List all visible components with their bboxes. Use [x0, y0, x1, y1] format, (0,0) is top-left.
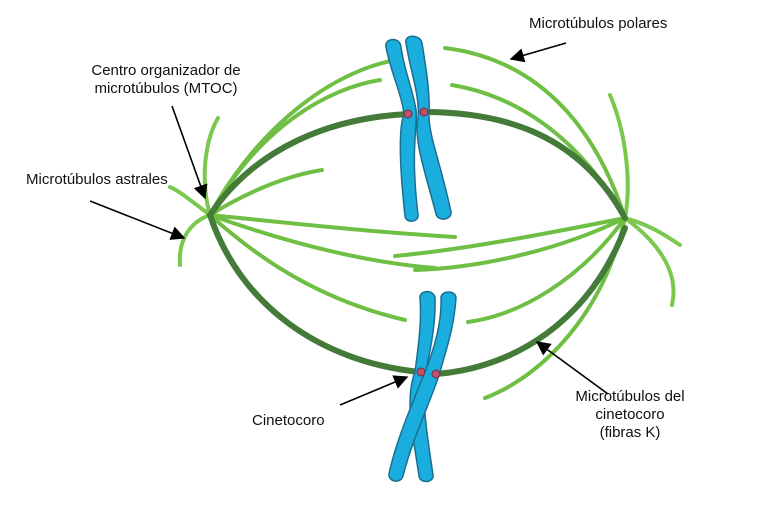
- kinetochore-fiber: [433, 225, 628, 377]
- kinetochores: [403, 107, 441, 379]
- astral-microtubule: [177, 213, 212, 267]
- label-kfiber-line1: Microtúbulos del: [575, 388, 685, 405]
- kinetochore-fibers: [207, 109, 628, 377]
- polar-microtubule: [208, 213, 437, 270]
- label-kfiber-line3: (fibras K): [599, 424, 661, 441]
- kinetochore-fiber: [207, 111, 411, 218]
- astral-microtubule: [623, 216, 682, 247]
- astral-microtubule: [623, 216, 676, 307]
- label-mtoc: Centro organizador de microtúbulos (MTOC…: [73, 62, 259, 98]
- astral-microtubule: [202, 116, 220, 217]
- polar-microtubule: [393, 216, 627, 258]
- kinetochore-fiber: [421, 109, 628, 221]
- polar-microtubule: [466, 216, 627, 324]
- label-astral-microtubules: Microtúbulos astrales: [26, 171, 168, 188]
- kinetochore: [416, 367, 426, 377]
- astral-microtubule: [168, 185, 212, 217]
- polar-microtubule: [413, 216, 627, 272]
- polar-microtubule: [208, 213, 457, 239]
- arrow-astral: [89, 200, 186, 240]
- label-kinetochore-fibers: Microtúbulos del cinetocoro (fibras K): [558, 388, 702, 442]
- polar-microtubule: [208, 78, 382, 217]
- label-mtoc-line2: microtúbulos (MTOC): [94, 80, 238, 97]
- astral-microtubules-left: [168, 116, 220, 267]
- kinetochore: [431, 369, 441, 379]
- astral-microtubule: [608, 93, 630, 220]
- kinetochore-fiber: [207, 212, 423, 375]
- upper-chromosome: [385, 35, 452, 222]
- arrow-kfiber: [535, 341, 609, 395]
- astral-microtubules-right: [608, 93, 682, 307]
- polar-microtubule: [443, 46, 627, 220]
- arrow-polar: [509, 42, 567, 63]
- pointer-arrows: [89, 42, 609, 406]
- arrow-kinetochore: [339, 375, 409, 406]
- arrow-mtoc: [171, 105, 208, 200]
- polar-microtubule: [450, 83, 627, 220]
- kinetochore: [419, 107, 429, 117]
- lower-chromosome: [388, 290, 457, 483]
- label-kinetochore: Cinetocoro: [252, 412, 325, 429]
- polar-microtubule: [208, 213, 407, 322]
- label-polar-microtubules: Microtúbulos polares: [529, 15, 668, 32]
- kinetochore: [403, 109, 413, 119]
- polar-microtubules-left: [208, 58, 457, 322]
- polar-microtubule: [208, 168, 324, 217]
- label-mtoc-line1: Centro organizador de: [91, 62, 241, 79]
- label-kfiber-line2: cinetocoro: [595, 406, 665, 423]
- chromatid: [405, 35, 452, 220]
